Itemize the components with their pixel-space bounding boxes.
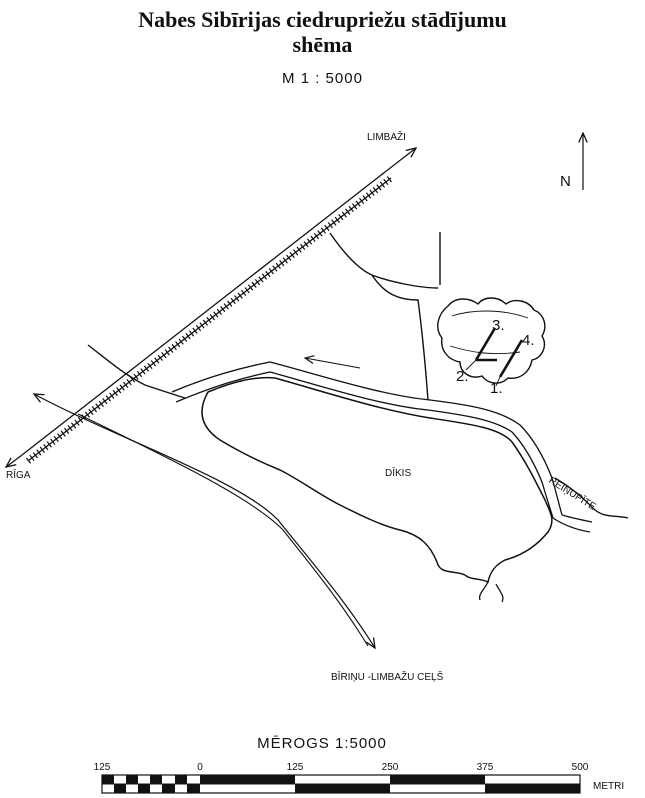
cedar-pine-stand [437,297,546,387]
pond-outlet [478,581,504,603]
label-dikis: DĪKIS [385,467,411,479]
scale-tick-label: 0 [197,762,203,773]
plot-number-1: 1. [490,380,503,397]
north-label: N [560,173,571,190]
north-arrow: N [560,133,583,190]
scale-tick-label: 125 [287,762,304,773]
plot-number-2: 2. [456,368,469,385]
label-road: BĪRIŅU -LIMBAŽU CEĻŠ [331,670,444,683]
scale-tick-label: 500 [572,762,589,773]
scale-unit: METRI [593,781,624,792]
label-reinupite: REIŅUPĪTE [546,474,598,513]
pond-dikis [201,376,553,584]
map-title-line2: shēma [292,32,353,57]
label-limbazi: LIMBAŽI [367,130,406,143]
plot-number-3: 3. [492,317,505,334]
scale-tick-label: 375 [477,762,494,773]
scale-bar-title: MĒROGS 1:5000 [257,735,387,752]
map-scale-heading: M 1 : 5000 [282,70,363,87]
map-title-line1: Nabes Sibīrijas ciedrupriežu stādījumu [138,7,507,32]
scale-tick-label: 125 [94,762,111,773]
stream-channel [171,358,593,533]
tracks [87,232,629,519]
road-birinu-limbazu [34,394,375,648]
railway-line [6,148,416,467]
scale-bar: MĒROGS 1:5000 125 0 125 250 375 500 METR… [94,735,624,794]
label-riga: RĪGA [6,469,31,481]
scale-tick-label: 250 [382,762,399,773]
plot-number-4: 4. [522,332,535,349]
